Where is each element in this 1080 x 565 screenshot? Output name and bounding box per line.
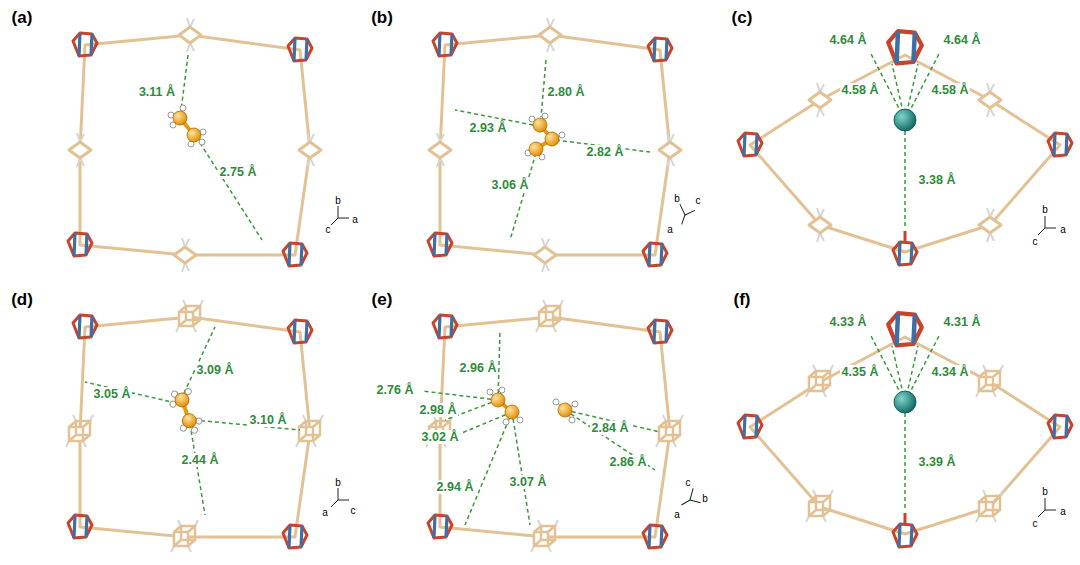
distance-label: 3.02 Å [420, 430, 461, 444]
distance-label: 4.33 Å [828, 315, 869, 329]
panel-letter: (b) [371, 8, 393, 28]
axis-label: b [335, 477, 341, 488]
distance-label: 3.09 Å [195, 363, 236, 377]
distance-label: 3.39 Å [917, 455, 958, 469]
distance-label: 2.86 Å [608, 455, 649, 469]
distance-label: 4.34 Å [930, 365, 971, 379]
axis-label: a [1060, 224, 1066, 235]
axis-label: b [1042, 486, 1048, 497]
axis-label: c [696, 195, 701, 206]
distance-label: 2.76 Å [375, 383, 416, 397]
axis-label: a [1060, 506, 1066, 517]
distance-label: 3.06 Å [490, 178, 531, 192]
axis-label: a [322, 507, 328, 518]
axis-label: b [1042, 204, 1048, 215]
distance-label: 4.31 Å [942, 315, 983, 329]
panel-letter: (d) [11, 290, 33, 310]
axis-label: b [702, 493, 708, 504]
distance-label: 2.96 Å [458, 361, 499, 375]
axis-label: a [674, 509, 680, 520]
distance-label: 3.05 Å [92, 387, 133, 401]
distance-label: 2.84 Å [590, 421, 631, 435]
distance-label: 2.80 Å [546, 85, 587, 99]
axis-label: b [335, 195, 341, 206]
axis-label: b [674, 193, 680, 204]
distance-label: 3.11 Å [137, 85, 177, 99]
axis-label: c [1033, 236, 1038, 247]
distance-label: 2.44 Å [180, 453, 221, 467]
distance-label: 2.93 Å [468, 121, 509, 135]
distance-label: 2.82 Å [585, 145, 626, 159]
axis-label: c [686, 477, 691, 488]
distance-label: 4.64 Å [828, 33, 869, 47]
axis-label: c [351, 505, 356, 516]
axis-label: c [326, 224, 331, 235]
distance-label: 2.98 Å [418, 403, 459, 417]
distance-label: 4.58 Å [840, 83, 881, 97]
panel-letter: (a) [12, 8, 33, 28]
panel-letter: (c) [732, 8, 753, 28]
distance-label: 2.75 Å [218, 165, 259, 179]
distance-label: 4.35 Å [840, 365, 881, 379]
distance-label: 3.10 Å [248, 413, 289, 427]
axis-label: c [1033, 518, 1038, 529]
distance-label: 4.58 Å [930, 83, 971, 97]
distance-label: 2.94 Å [435, 480, 476, 494]
panel-letter: (f) [734, 290, 751, 310]
distance-label: 4.64 Å [942, 33, 983, 47]
distance-label: 3.38 Å [917, 173, 958, 187]
distance-label: 3.07 Å [508, 475, 549, 489]
axis-label: a [352, 214, 358, 225]
axis-label: a [667, 224, 673, 235]
panel-letter: (e) [372, 290, 393, 310]
